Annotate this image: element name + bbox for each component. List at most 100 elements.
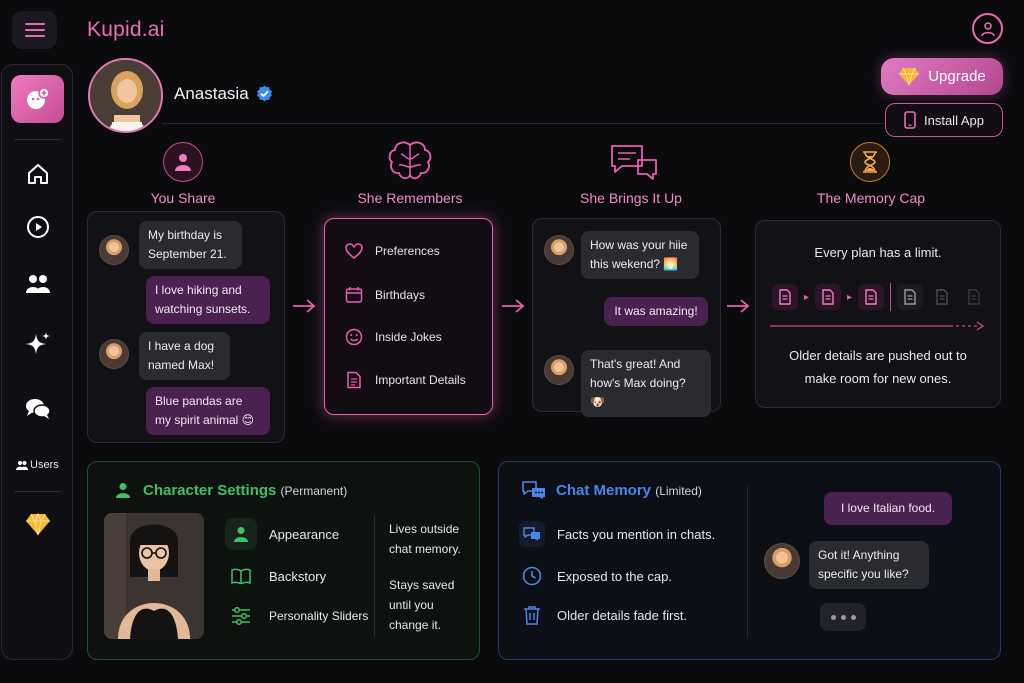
- remember-label: Preferences: [375, 244, 440, 258]
- profile-button[interactable]: [972, 13, 1003, 44]
- you-share-badge: [163, 142, 203, 182]
- chat-message: Got it! Anything specific you like?: [809, 541, 929, 589]
- setting-backstory[interactable]: Backstory: [225, 560, 326, 592]
- setting-label: Backstory: [269, 568, 327, 584]
- avatar: [544, 235, 574, 265]
- arrow-right-icon: [293, 299, 316, 313]
- document-icon: [897, 284, 924, 310]
- character-settings-title: Character Settings (Permanent): [143, 482, 347, 499]
- divider: [162, 123, 884, 124]
- hourglass-icon: [863, 151, 877, 173]
- people-icon: [26, 275, 50, 293]
- timeline-arrow: [770, 321, 985, 331]
- setting-personality-sliders[interactable]: Personality Sliders: [225, 600, 368, 632]
- arrow-right-icon: [727, 299, 750, 313]
- sidebar: Users: [1, 64, 73, 660]
- chat-bubbles-icon: [611, 145, 657, 180]
- list-item: Exposed to the cap.: [519, 563, 672, 589]
- phone-icon: [904, 111, 916, 129]
- document-icon: [772, 284, 798, 310]
- chat-bubbles-icon: [522, 481, 545, 499]
- diamond-icon: [899, 67, 920, 86]
- verified-badge: [256, 85, 273, 102]
- upgrade-button[interactable]: Upgrade: [881, 58, 1003, 95]
- brain-icon: [388, 141, 432, 180]
- chat-message: It was amazing!: [604, 297, 708, 326]
- chat-message: My birthday is September 21.: [139, 221, 242, 269]
- diamond-icon: [26, 512, 50, 536]
- install-app-button[interactable]: Install App: [885, 103, 1003, 137]
- book-icon: [225, 560, 257, 592]
- memory-cap-limit-text: Every plan has a limit.: [814, 245, 942, 260]
- sidebar-item-play[interactable]: [24, 213, 52, 241]
- you-share-panel: My birthday is September 21. I love hiki…: [87, 211, 285, 443]
- smiley-icon: [345, 328, 363, 346]
- list-item: Birthdays: [345, 286, 425, 304]
- she-remembers-panel: Preferences Birthdays Inside Jokes Impor…: [324, 218, 493, 415]
- sidebar-item-magic[interactable]: [24, 330, 52, 358]
- trash-icon: [519, 602, 545, 628]
- sidebar-users-label: Users: [30, 459, 59, 471]
- person-icon: [225, 518, 257, 550]
- home-icon: [28, 164, 48, 184]
- document-icon: [815, 284, 842, 310]
- chat-memory-item: Facts you mention in chats.: [557, 526, 716, 542]
- chat-bubbles-icon: [26, 399, 51, 419]
- chat-memory-title: Chat Memory (Limited): [556, 482, 702, 499]
- settings-note: Lives outside chat memory.: [389, 522, 461, 556]
- setting-appearance[interactable]: Appearance: [225, 518, 339, 550]
- chat-memory-item: Exposed to the cap.: [557, 568, 672, 584]
- person-icon: [116, 483, 130, 498]
- calendar-icon: [345, 287, 363, 303]
- remember-label: Birthdays: [375, 288, 426, 302]
- memory-cap-badge: [850, 142, 890, 182]
- memory-documents-row: ▸ ▸: [772, 283, 987, 311]
- list-item: Preferences: [345, 243, 440, 259]
- user-icon: [980, 21, 995, 36]
- sidebar-item-premium[interactable]: [24, 510, 52, 538]
- chat-message: I have a dog named Max!: [139, 332, 230, 380]
- play-icon: [27, 216, 49, 238]
- sliders-icon: [225, 600, 257, 632]
- document-icon: [858, 284, 885, 310]
- step-title-memory-cap: The Memory Cap: [816, 190, 926, 206]
- heart-icon: [345, 243, 363, 259]
- chat-message: Blue pandas are my spirit animal 😊: [146, 387, 270, 435]
- panel-subtitle: (Limited): [655, 484, 702, 498]
- menu-button[interactable]: [12, 11, 57, 49]
- sidebar-item-home[interactable]: [24, 160, 52, 188]
- character-avatar[interactable]: [88, 58, 163, 133]
- avatar: [764, 543, 800, 579]
- person-icon: [175, 154, 191, 171]
- arrow-right-icon: [502, 299, 525, 313]
- cap-marker: [890, 283, 892, 311]
- chat-memory-item: Older details fade first.: [557, 607, 688, 623]
- sidebar-item-chats[interactable]: [24, 395, 52, 423]
- character-portrait: [90, 60, 161, 131]
- hamburger-icon: [24, 23, 45, 37]
- step-title-she-remembers: She Remembers: [357, 190, 463, 206]
- step-title-she-brings-it-up: She Brings It Up: [580, 190, 682, 206]
- sidebar-item-new-character[interactable]: [11, 75, 64, 123]
- panel-subtitle: (Permanent): [280, 484, 348, 498]
- character-settings-panel: Character Settings (Permanent) Appearanc…: [87, 461, 480, 660]
- she-brings-it-up-badge: [608, 141, 660, 183]
- chat-icon: [519, 521, 545, 547]
- character-name: Anastasia: [174, 84, 249, 103]
- users-icon: [16, 461, 28, 470]
- remember-label: Inside Jokes: [375, 330, 442, 344]
- sidebar-item-community[interactable]: [24, 270, 52, 298]
- document-icon: [929, 284, 955, 310]
- memory-cap-explanation: Older details are pushed out to make roo…: [789, 348, 967, 386]
- setting-label: Appearance: [269, 526, 340, 542]
- sidebar-item-users[interactable]: Users: [16, 459, 59, 471]
- avatar: [99, 235, 129, 265]
- she-brings-it-up-panel: How was your hiie this wekend? 🌅 It was …: [532, 218, 721, 417]
- panel-title: Chat Memory: [556, 482, 652, 499]
- verified-icon: [257, 85, 272, 102]
- document-icon: [347, 371, 361, 389]
- chat-message: How was your hiie this wekend? 🌅: [581, 231, 699, 279]
- chat-memory-panel: Chat Memory (Limited) Facts you mention …: [498, 461, 1001, 660]
- list-item: Facts you mention in chats.: [519, 521, 715, 547]
- app-logo[interactable]: Kupid.ai: [87, 18, 165, 41]
